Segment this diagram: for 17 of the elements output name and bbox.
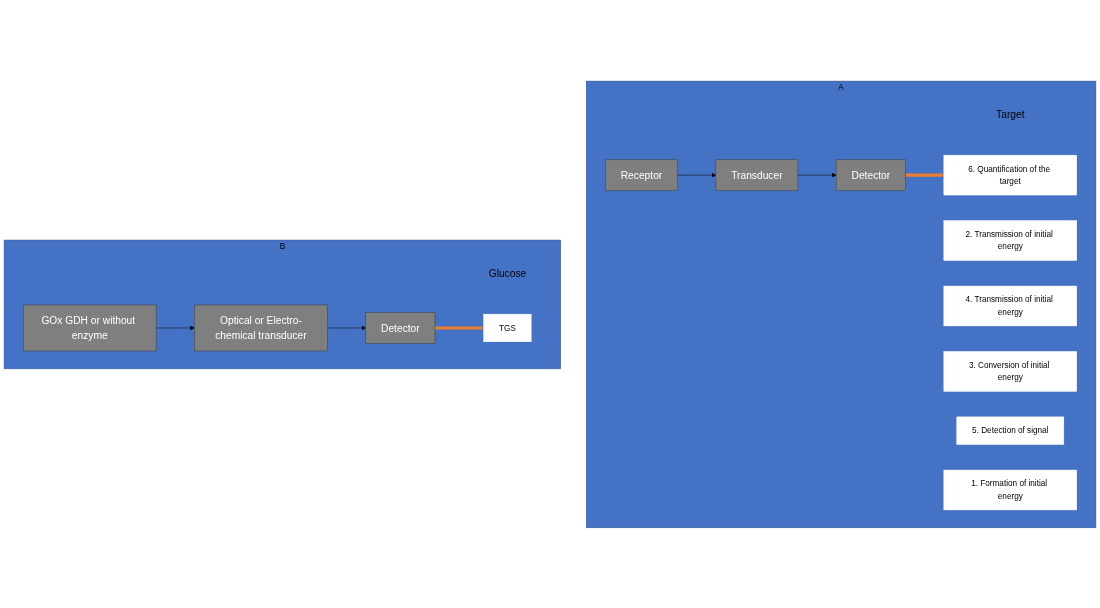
node-box: Detector [365,311,436,344]
node-box: TGS [483,313,532,342]
node-box: Optical or Electro-chemical transducer [194,304,328,351]
node-text: Glucose [488,267,527,279]
arrow [435,325,484,330]
node-box: Transducer [715,159,799,191]
node-text: Target [996,108,1025,120]
node-box: 3. Conversion of initial energy [943,350,1077,392]
node-box: GOx GDH or without enzyme [23,304,157,351]
arrow [905,172,945,177]
node-box: 4. Transmission of initial energy [943,285,1077,326]
node-box: 6. Quantification of the target [943,154,1077,195]
node-box: Receptor [605,159,678,191]
node-box: 2. Transmission of initial energy [943,219,1077,261]
node-box: 5. Detection of signal [956,416,1065,445]
node-box: Detector [835,159,906,191]
node-box: 1. Formation of initial energy [943,469,1077,510]
